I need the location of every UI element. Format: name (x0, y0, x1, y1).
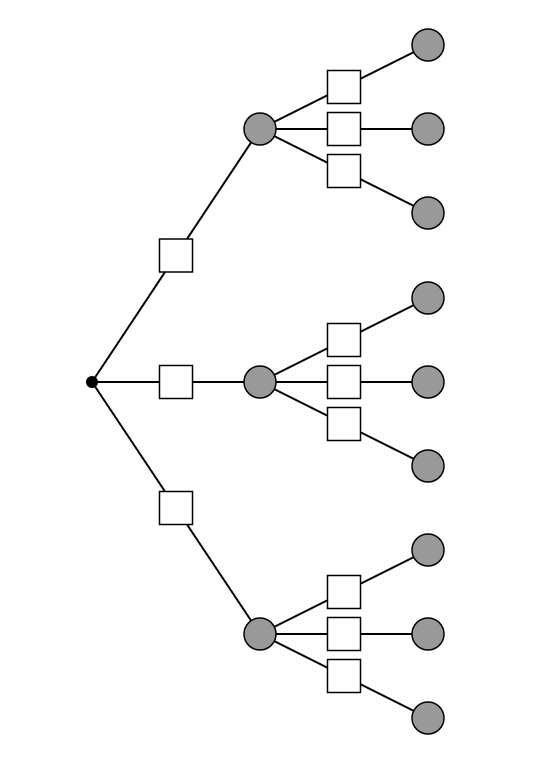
leaf-lower-middle (411, 617, 445, 651)
box-lower (158, 490, 194, 526)
root-node (86, 376, 98, 388)
box-middle (158, 364, 194, 400)
box-lower-bottom (326, 658, 362, 694)
box-upper-bottom (326, 153, 362, 189)
leaf-lower-bottom (411, 701, 445, 735)
box-upper (158, 238, 194, 273)
nodes-layer (86, 28, 445, 735)
node-lower (243, 617, 277, 651)
box-lower-top (326, 574, 362, 610)
boxes-layer (158, 69, 362, 694)
leaf-lower-top (411, 533, 445, 567)
leaf-upper-top (411, 28, 445, 62)
leaf-middle-middle (411, 365, 445, 399)
box-upper-top (326, 69, 362, 105)
box-middle-middle (326, 364, 362, 400)
leaf-upper-middle (411, 112, 445, 146)
leaf-middle-bottom (411, 449, 445, 483)
leaf-upper-bottom (411, 196, 445, 230)
node-upper (243, 112, 277, 146)
box-middle-top (326, 322, 362, 358)
box-upper-middle (326, 111, 362, 147)
box-lower-middle (326, 616, 362, 652)
node-middle (243, 365, 277, 399)
box-middle-bottom (326, 406, 362, 442)
leaf-middle-top (411, 281, 445, 315)
